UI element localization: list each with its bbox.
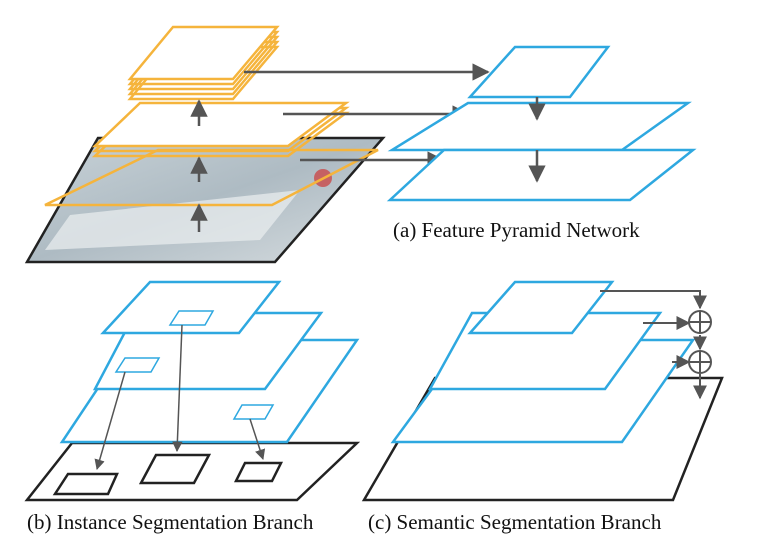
mask-outputs	[52, 453, 284, 496]
pyramid-layers	[386, 45, 697, 202]
caption-fpn: (a) Feature Pyramid Network	[393, 218, 640, 242]
mask-output-1	[52, 472, 119, 496]
instance-panel	[24, 280, 361, 502]
roi-box-1	[168, 310, 215, 326]
semantic-pyramid	[390, 280, 696, 444]
semantic-panel	[361, 280, 724, 502]
caption-instance-branch: (b) Instance Segmentation Branch	[27, 510, 314, 534]
roi-boxes	[114, 310, 275, 420]
roi-box-2	[114, 357, 161, 373]
roi-arrows	[94, 324, 266, 471]
sum-node-1	[688, 310, 712, 334]
mask-output-3	[233, 461, 284, 483]
pyramid-layer-p5	[386, 148, 697, 202]
instance-pyramid	[59, 280, 360, 444]
lateral-arrows	[244, 63, 490, 169]
caption-semantic-branch: (c) Semantic Segmentation Branch	[368, 510, 662, 534]
backbone-layer-1	[44, 148, 379, 207]
pyramid-layer-p3	[467, 45, 611, 99]
backbone-layer-3	[127, 25, 280, 101]
pyramid-layer-p4	[387, 101, 692, 152]
fpn-panel	[24, 25, 697, 264]
sum-node-2	[688, 350, 712, 374]
roi-box-3	[232, 404, 275, 420]
merge-arrows	[600, 290, 707, 400]
mask-output-2	[138, 453, 212, 485]
instance-output-map	[24, 441, 361, 502]
